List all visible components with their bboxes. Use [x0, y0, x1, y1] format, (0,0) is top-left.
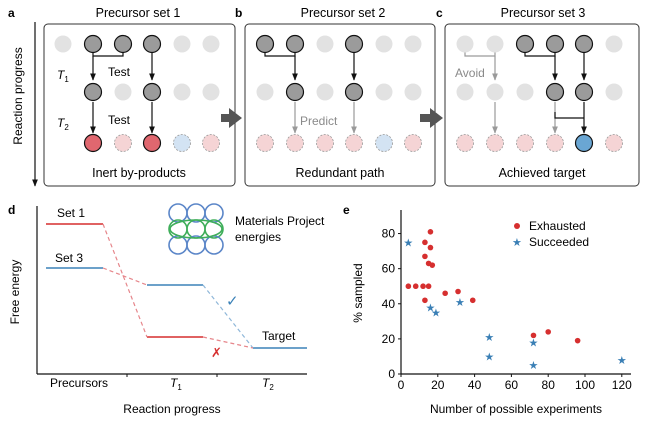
data-point-exhausted — [545, 329, 551, 335]
test-label-2: Test — [108, 113, 131, 127]
arrow-a-to-b — [221, 108, 242, 128]
x-tick-label: 80 — [542, 378, 556, 392]
tick-t1: T1 — [170, 376, 182, 392]
fail-cross-icon: ✗ — [211, 345, 222, 360]
panel-b-letter: b — [235, 6, 242, 20]
data-point-succeeded: ★ — [426, 302, 436, 314]
data-point-succeeded: ★ — [431, 308, 441, 320]
data-point-succeeded: ★ — [403, 237, 413, 249]
panel-a-letter: a — [8, 6, 15, 20]
panel-d-letter: d — [8, 203, 15, 217]
arrow-b-to-c — [420, 108, 443, 128]
data-point-exhausted — [427, 229, 434, 235]
materials-project-label-1: Materials Project — [235, 214, 325, 228]
test-label-1: Test — [108, 65, 131, 79]
x-tick-label: 40 — [468, 378, 482, 392]
data-point-succeeded: ★ — [529, 360, 539, 372]
x-tick-label: 100 — [575, 378, 595, 392]
chart-legend: Exhausted ★ Succeeded — [512, 219, 589, 249]
x-tick-label: 20 — [431, 378, 445, 392]
data-point-exhausted — [429, 262, 436, 268]
set3-transition-1 — [102, 267, 148, 286]
target-label: Target — [262, 329, 296, 343]
panel-c-title: Precursor set 3 — [501, 6, 586, 20]
set1-transition-2 — [202, 336, 254, 349]
panel-a-caption: Inert by-products — [92, 166, 186, 180]
data-point-exhausted — [427, 244, 434, 251]
panel-e-letter: e — [343, 203, 350, 217]
data-point-exhausted — [405, 283, 412, 290]
panel-d-axes — [36, 206, 307, 377]
panel-a-title: Precursor set 1 — [96, 6, 181, 20]
tick-t2: T2 — [262, 376, 274, 392]
set1-transition-1 — [102, 223, 148, 338]
data-point-exhausted — [412, 283, 419, 290]
legend-exhausted-marker — [514, 223, 520, 229]
data-point-exhausted — [455, 288, 461, 295]
row1-temp-label: T1 — [57, 68, 69, 84]
data-point-succeeded: ★ — [455, 297, 465, 309]
panel-b-box — [244, 23, 436, 187]
data-point-exhausted — [422, 239, 428, 246]
data-point-exhausted — [425, 283, 432, 290]
data-point-exhausted — [442, 290, 448, 297]
y-tick-label: 0 — [388, 367, 395, 381]
panel-b-graph — [255, 34, 422, 152]
x-tick-label: 60 — [505, 378, 519, 392]
data-point-exhausted — [469, 297, 476, 304]
data-point-succeeded: ★ — [484, 351, 494, 363]
legend-succeeded-marker: ★ — [512, 237, 522, 249]
panel-c-letter: c — [436, 6, 443, 20]
data-point-exhausted — [420, 283, 426, 290]
energy-levels — [46, 223, 307, 349]
panel-c-box — [444, 23, 640, 187]
y-tick-label: 80 — [382, 227, 396, 241]
materials-project-logo-icon — [168, 203, 224, 255]
chart-ylabel: % sampled — [351, 263, 365, 322]
y-tick-label: 60 — [382, 262, 396, 276]
set3-label: Set 3 — [55, 251, 83, 265]
data-point-exhausted — [574, 337, 581, 344]
reaction-progress-label: Reaction progress — [11, 47, 25, 144]
panel-c-graph — [456, 34, 623, 153]
x-tick-label: 120 — [612, 378, 632, 392]
materials-project-label-2: energies — [235, 230, 281, 244]
panel-a-graph — [54, 34, 220, 153]
predict-label: Predict — [300, 114, 338, 128]
legend-succeeded-label: Succeeded — [529, 235, 589, 249]
tick-precursors: Precursors — [50, 376, 108, 390]
data-point-exhausted — [530, 332, 537, 339]
row2-temp-label: T2 — [57, 116, 69, 132]
legend-exhausted-label: Exhausted — [529, 219, 586, 233]
panel-c-caption: Achieved target — [499, 166, 586, 180]
data-point-succeeded: ★ — [617, 355, 627, 367]
data-point-exhausted — [422, 253, 428, 260]
panel-b-caption: Redundant path — [296, 166, 385, 180]
energy-xlabel: Reaction progress — [123, 402, 220, 416]
x-tick-label: 0 — [398, 378, 405, 392]
data-point-succeeded: ★ — [484, 332, 494, 344]
set1-label: Set 1 — [57, 206, 85, 220]
y-tick-label: 40 — [382, 297, 396, 311]
data-point-exhausted — [422, 297, 428, 304]
avoid-label: Avoid — [455, 66, 485, 80]
chart-xlabel: Number of possible experiments — [430, 402, 602, 416]
y-tick-label: 20 — [382, 332, 396, 346]
energy-ylabel: Free energy — [8, 260, 22, 325]
panel-a-box — [43, 23, 236, 187]
success-check-icon: ✓ — [226, 293, 239, 310]
data-point-succeeded: ★ — [529, 337, 539, 349]
panel-b-title: Precursor set 2 — [301, 6, 386, 20]
